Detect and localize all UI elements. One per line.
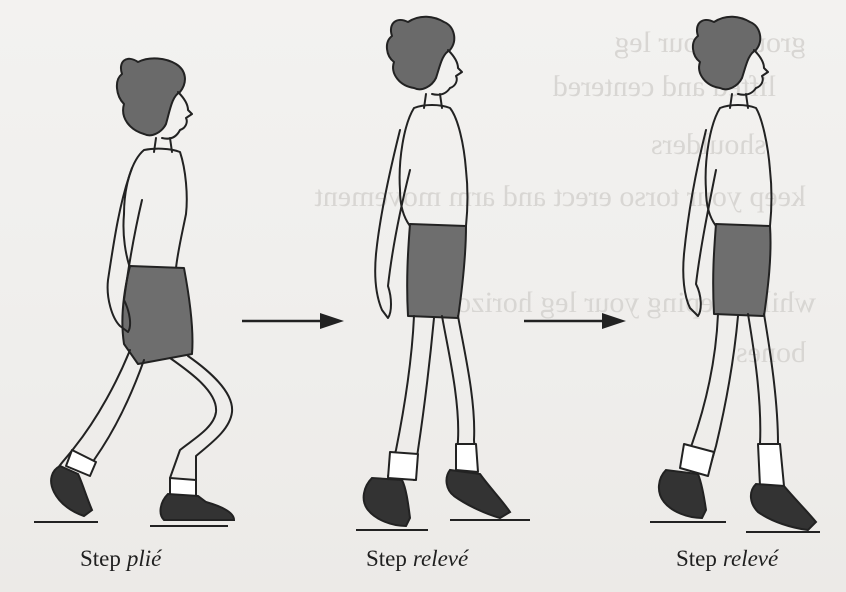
caption-word: Step [366, 546, 407, 571]
dancer-releve-drawing [630, 0, 846, 545]
caption-term: relevé [413, 546, 468, 571]
caption-term: relevé [723, 546, 778, 571]
caption-term: plié [127, 546, 162, 571]
arrow-right-icon [522, 309, 628, 333]
dancer-plie-drawing [20, 0, 260, 545]
caption-word: Step [676, 546, 717, 571]
dancer-releve-drawing [330, 0, 550, 545]
caption-word: Step [80, 546, 121, 571]
